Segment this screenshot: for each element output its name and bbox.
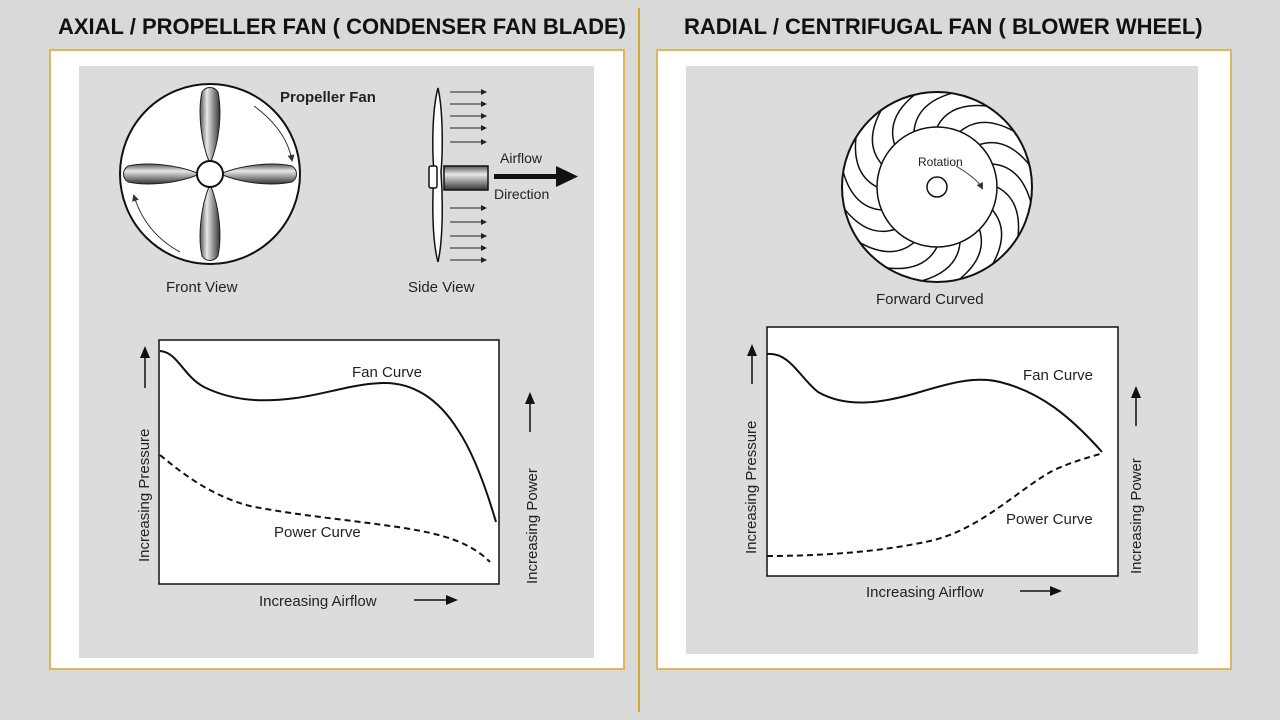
blower-blade	[996, 186, 1020, 237]
blower-blade	[991, 209, 1003, 265]
front-view-label: Front View	[166, 279, 238, 296]
radial-xlabel: Increasing Airflow	[866, 584, 984, 601]
radial-fan-curve-label: Fan Curve	[1023, 367, 1093, 384]
propeller-side-view	[428, 87, 578, 263]
blower-blade	[887, 246, 938, 270]
blower-blade	[913, 92, 953, 132]
blower-blade	[891, 94, 916, 145]
axial-performance-chart	[140, 339, 535, 605]
axial-ylabel-pressure: Increasing Pressure	[136, 429, 153, 562]
blower-blade	[992, 163, 1032, 203]
axial-fan-curve-label: Fan Curve	[352, 364, 422, 381]
axial-power-curve	[159, 454, 491, 563]
blower-blade	[844, 208, 895, 233]
radial-ylabel-pressure: Increasing Pressure	[743, 421, 760, 554]
axial-power-curve-label: Power Curve	[274, 524, 361, 541]
blower-blade	[921, 242, 961, 282]
blower-blade	[958, 229, 983, 280]
propeller-front-view	[119, 83, 301, 265]
rotation-label: Rotation	[918, 155, 963, 169]
axial-fan-heading: AXIAL / PROPELLER FAN ( CONDENSER FAN BL…	[58, 14, 626, 39]
radial-fan-heading: RADIAL / CENTRIFUGAL FAN ( BLOWER WHEEL)	[684, 14, 1203, 39]
blower-blade	[979, 141, 1030, 166]
axial-xlabel: Increasing Airflow	[259, 593, 377, 610]
blower-blade	[936, 104, 987, 128]
blower-blade	[842, 171, 882, 211]
propeller-fan-title: Propeller Fan	[280, 89, 376, 106]
blower-blade	[871, 109, 883, 165]
radial-ylabel-power: Increasing Power	[1128, 458, 1145, 574]
direction-label: Direction	[494, 186, 549, 202]
blower-blade	[859, 241, 915, 253]
radial-fan-curve	[766, 352, 1103, 453]
forward-curved-label: Forward Curved	[876, 291, 984, 308]
blower-blade	[959, 121, 1015, 133]
radial-power-curve-label: Power Curve	[1006, 511, 1093, 528]
radial-performance-chart	[747, 326, 1141, 596]
side-view-label: Side View	[408, 279, 475, 296]
axial-fan-curve	[159, 350, 497, 523]
blower-wheel	[841, 91, 1033, 283]
center-divider	[638, 8, 640, 712]
axial-ylabel-power: Increasing Power	[524, 468, 541, 584]
airflow-label: Airflow	[500, 150, 543, 166]
blower-blade	[854, 137, 878, 188]
radial-power-curve	[766, 453, 1101, 557]
